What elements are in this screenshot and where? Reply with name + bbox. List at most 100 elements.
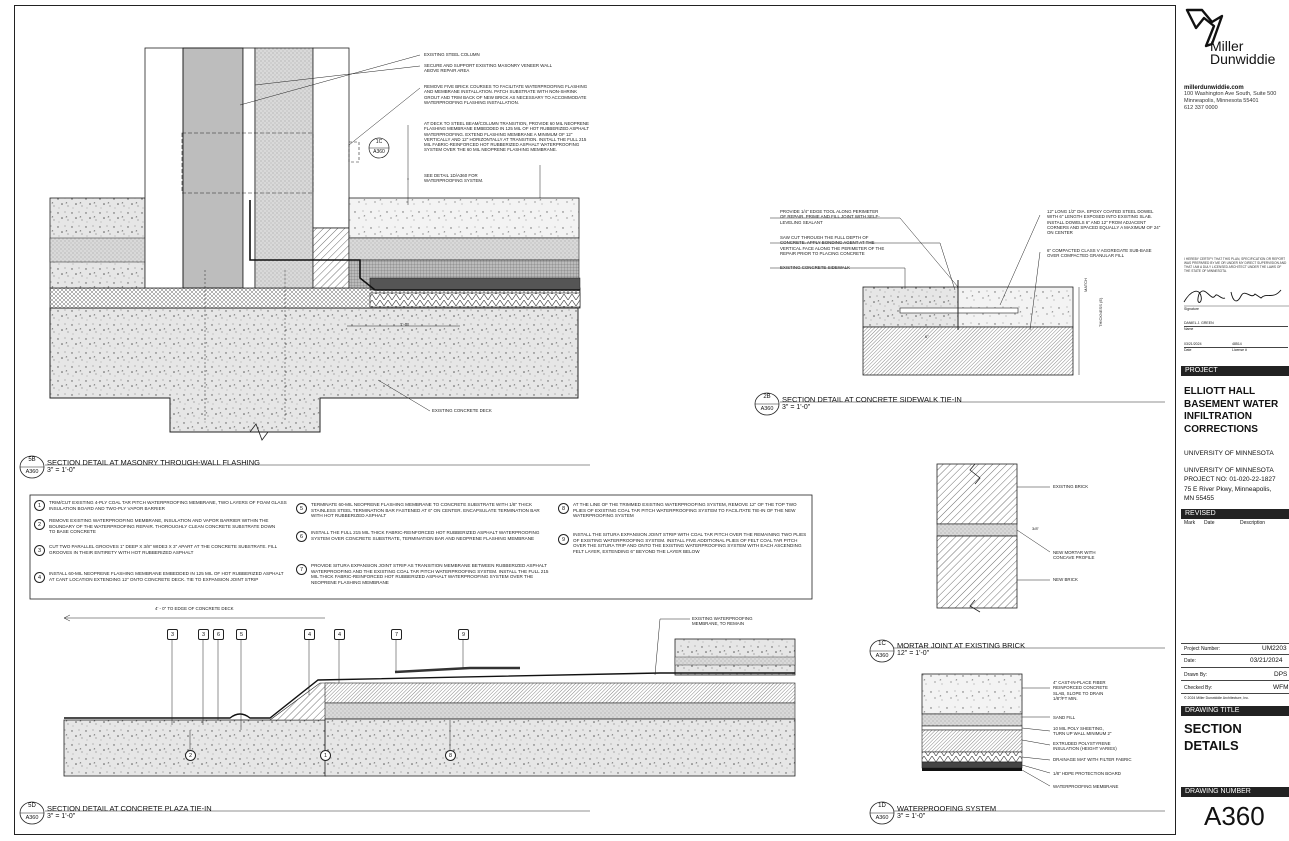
detail-2b-scale: 3" = 1'-0" xyxy=(782,404,811,411)
keynote-5-number: 5 xyxy=(296,503,307,514)
detail-1c-number: 1C xyxy=(878,641,886,647)
annotation-5b-5: SEE DETAIL 1D/A360 FOR WATERPROOFING SYS… xyxy=(424,173,484,184)
detail-1d-scale: 3" = 1'-0" xyxy=(897,813,926,820)
keynote-2-number: 2 xyxy=(34,519,45,530)
detail-5b-graphic: // placeholder to keep structure (no-op) xyxy=(49,47,581,441)
license-number: 48514 xyxy=(1232,342,1242,346)
annotation-1c-3: NEW BRICK xyxy=(1053,577,1078,582)
keynote-7-text: PROVIDE SITURA EXPANSION JOINT STRIP AS … xyxy=(311,563,549,585)
date-label: Date: xyxy=(1184,658,1196,664)
detail-1c-bubble[interactable]: 1C A360 xyxy=(869,638,895,664)
keynote-3-number: 3 xyxy=(34,545,45,556)
detail-5d-graphic xyxy=(63,614,796,777)
firm-website[interactable]: millerdunwiddie.com xyxy=(1184,85,1244,91)
firm-name-line2: Dunwiddie xyxy=(1210,51,1276,67)
keynote-7-number: 7 xyxy=(296,564,307,575)
signature-label: Signature xyxy=(1184,307,1199,311)
detail-2b-sheet: A360 xyxy=(760,406,774,412)
tag-5d-9: 9 xyxy=(458,629,469,640)
dimension-1c: 3/8" xyxy=(1032,526,1039,531)
detail-title-rules xyxy=(45,401,1165,812)
annotation-1d-4: EXTRUDED POLYSTYRENE INSULATION (HEIGHT … xyxy=(1053,741,1117,752)
project-title-line1: ELLIOTT HALL xyxy=(1184,386,1256,397)
callout-1c-number: 1C xyxy=(375,139,383,145)
annotation-5b-3: REMOVE FIVE BRICK COURSES TO FACILITATE … xyxy=(424,84,588,105)
certifier-name-label: Name xyxy=(1184,327,1194,331)
copyright: © 2024 Miller Dunwiddie Architecture, In… xyxy=(1184,696,1250,700)
detail-1d-title: WATERPROOFING SYSTEM xyxy=(897,804,997,813)
keynote-1-text: TRIM/CUT EXISTING 4-PLY COAL TAR PITCH W… xyxy=(49,500,287,511)
keynote-5-text: TERMINATE 60-MIL NEOPRENE FLASHING MEMBR… xyxy=(311,502,540,519)
detail-1d-number: 1D xyxy=(878,803,886,809)
project-title-line2: BASEMENT WATER xyxy=(1184,399,1279,410)
keynote-9-number: 9 xyxy=(558,534,569,545)
project-client2: UNIVERSITY OF MINNESOTA xyxy=(1184,467,1274,474)
detail-5b-scale: 3" = 1'-0" xyxy=(47,467,76,474)
annotation-1d-6: 1/8" HDPE PROTECTION BOARD xyxy=(1053,771,1121,776)
annotation-5d-existing: EXISTING WATERPROOFING MEMBRANE, TO REMA… xyxy=(692,616,753,627)
tag-5d-8: 8 xyxy=(445,750,456,761)
keynote-8-number: 8 xyxy=(558,503,569,514)
firm-logo-icon xyxy=(1185,8,1224,48)
project-title-line3: INFILTRATION xyxy=(1184,411,1252,422)
detail-1c-scale: 12" = 1'-0" xyxy=(897,650,930,657)
annotation-1d-2: SAND FILL xyxy=(1053,715,1076,720)
detail-2b-bubble[interactable]: 2B A360 xyxy=(754,391,780,417)
project-address1: 75 E River Pkwy, Minneapolis, xyxy=(1184,486,1272,493)
detail-1d-graphic xyxy=(921,673,1051,787)
title-block: Miller Dunwiddie millerdunwiddie.com 100… xyxy=(1178,0,1289,841)
tag-5d-7: 7 xyxy=(391,629,402,640)
keynote-3-text: CUT TWO PARALLEL GROOVES 1" DEEP X 3/8" … xyxy=(49,544,278,555)
detail-1d-bubble[interactable]: 1D A360 xyxy=(869,800,895,826)
detail-2b-number: 2B xyxy=(763,394,771,400)
date-value: 03/21/2024 xyxy=(1250,657,1283,664)
detail-5d-sheet: A360 xyxy=(25,815,39,821)
annotation-5b-6: EXISTING CONCRETE DECK xyxy=(432,408,492,413)
drawing-title-line2: DETAILS xyxy=(1184,738,1239,753)
detail-5d-bubble[interactable]: 5D A360 xyxy=(19,800,45,826)
annotation-1c-2: NEW MORTAR WITH CONCAVE PROFILE xyxy=(1053,550,1096,561)
annotation-5b-4: AT DECK TO STEEL BEAM/COLUMN TRANSITION,… xyxy=(424,121,590,153)
certification-statement: I HEREBY CERTIFY THAT THIS PLAN, SPECIFI… xyxy=(1184,257,1287,273)
detail-2b-title: SECTION DETAIL AT CONCRETE SIDEWALK TIE-… xyxy=(782,395,962,404)
annotation-2b-left-3: EXISTING CONCRETE SIDEWALK xyxy=(780,265,851,270)
tag-5d-4b: 4 xyxy=(334,629,345,640)
annotation-1d-1: 4" CAST-IN-PLACE FIBER REINFORCED CONCRE… xyxy=(1053,680,1108,701)
project-number-text: PROJECT NO: 01-020-22-1827 xyxy=(1184,476,1276,483)
callout-1c-reference[interactable]: 1C A360 xyxy=(368,137,390,159)
revised-col-date: Date xyxy=(1204,520,1215,526)
signature-image xyxy=(1183,289,1289,307)
detail-1c-sheet: A360 xyxy=(875,653,889,659)
annotation-2b-left-1: PROVIDE 1/4" EDGE TOOL ALONG PERIMETER O… xyxy=(780,209,880,225)
detail-5b-bubble[interactable]: 5B A360 xyxy=(19,454,45,480)
detail-5d-number: 5D xyxy=(28,803,36,809)
keynote-1-number: 1 xyxy=(34,500,45,511)
dimension-5d: 4' - 0" TO EDGE OF CONCRETE DECK xyxy=(155,606,234,611)
project-header: PROJECT xyxy=(1181,366,1289,376)
annotation-1c-1: EXISTING BRICK xyxy=(1053,484,1089,489)
project-number-value: UM2203 xyxy=(1262,645,1287,652)
firm-address2: Minneapolis, Minnesota 55401 xyxy=(1184,98,1259,104)
drawing-artwork: // placeholder to keep structure (no-op) xyxy=(29,47,1165,812)
detail-2b-graphic xyxy=(770,214,1080,376)
annotation-2b-right-2: 6" COMPACTED CLASS V AGGREGATE SUB-BASE … xyxy=(1047,248,1152,259)
keynote-6-text: INSTALL THE FULL 215 MIL THICK FABRIC-RE… xyxy=(311,530,540,541)
firm-name-line1: Miller xyxy=(1210,38,1244,54)
annotation-5b-2: SECURE AND SUPPORT EXISTING MASONRY VENE… xyxy=(424,63,552,74)
drawing-number-header: DRAWING NUMBER xyxy=(1181,787,1289,797)
drawing-number-value: A360 xyxy=(1204,801,1265,831)
license-label: License # xyxy=(1232,348,1247,352)
keynote-6-number: 6 xyxy=(296,531,307,542)
firm-phone: 612 337 0000 xyxy=(1184,105,1218,111)
dimension-2b-6in: 6" xyxy=(925,334,929,339)
drawn-by-value: DPS xyxy=(1274,671,1288,678)
keynote-2-text: REMOVE EXISTING WATERPROOFING MEMBRANE, … xyxy=(49,518,276,535)
drawing-sheet xyxy=(14,5,1176,835)
detail-5d-tag-leaders xyxy=(171,640,464,755)
project-number-label: Project Number: xyxy=(1184,646,1221,652)
annotation-5b-1: EXISTING STEEL COLUMN xyxy=(424,52,480,57)
tag-5d-1: 1 xyxy=(320,750,331,761)
detail-5b-sheet: A360 xyxy=(25,469,39,475)
detail-5d-scale: 3" = 1'-0" xyxy=(47,813,76,820)
annotation-1d-5: DRAINAGE MAT WITH FILTER FABRIC xyxy=(1053,757,1132,762)
